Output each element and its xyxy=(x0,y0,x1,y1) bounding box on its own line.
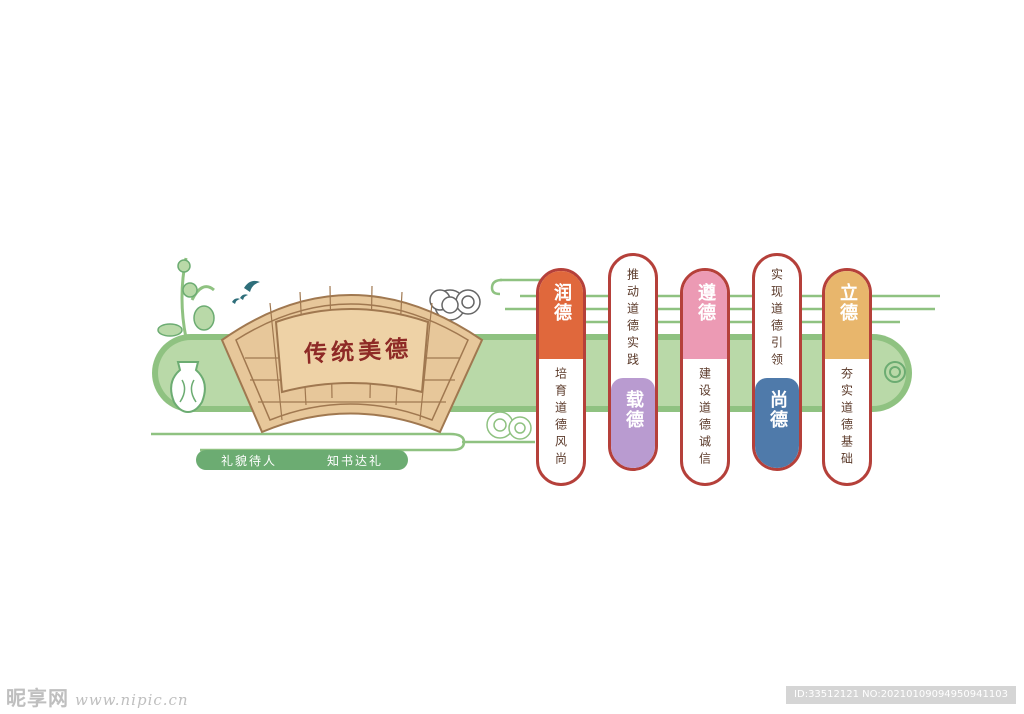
virtue-pill-title: 尚德 xyxy=(767,390,788,430)
virtue-pill-text: 培育道德风尚 xyxy=(539,367,583,469)
virtue-pill-2: 载德推动道德实践 xyxy=(608,253,658,471)
virtue-pill-title: 遵德 xyxy=(695,283,716,323)
virtue-pill-title: 载德 xyxy=(623,390,644,430)
slogan-bar: 礼貌待人 知书达礼 xyxy=(196,450,408,470)
virtue-pill-title: 润德 xyxy=(551,283,572,323)
watermark-url: www.nipic.cn xyxy=(75,691,189,709)
virtue-pill-cap: 润德 xyxy=(539,271,583,359)
watermark-site: 昵享网 www.nipic.cn xyxy=(6,682,189,711)
virtue-pill-text: 建设道德诚信 xyxy=(683,367,727,469)
virtue-pill-title: 立德 xyxy=(837,283,858,323)
virtue-pill-3: 遵德建设道德诚信 xyxy=(680,268,730,486)
slogan-left: 礼貌待人 xyxy=(220,453,277,468)
virtue-pill-4: 尚德实现道德引领 xyxy=(752,253,802,471)
virtue-pill-text: 推动道德实践 xyxy=(611,268,655,370)
lotus-vase-icon xyxy=(157,257,215,414)
virtue-pill-cap: 遵德 xyxy=(683,271,727,359)
virtue-pill-text: 实现道德引领 xyxy=(755,268,799,370)
watermark-id: ID:33512121 NO:20210109094950941103 xyxy=(786,686,1016,704)
cloud-grey-icon xyxy=(429,289,481,321)
virtue-pill-cap: 载德 xyxy=(611,378,655,468)
virtue-pill-phrase: 实现道德引领 xyxy=(769,268,784,370)
virtue-pill-phrase: 推动道德实践 xyxy=(625,268,640,370)
virtue-pill-phrase: 建设道德诚信 xyxy=(697,367,712,469)
cloud-right-icon xyxy=(884,361,906,383)
virtue-pill-text: 夯实道德基础 xyxy=(825,367,869,469)
virtue-pill-phrase: 夯实道德基础 xyxy=(839,367,854,469)
bird-icons xyxy=(232,280,260,304)
virtue-pill-phrase: 培育道德风尚 xyxy=(553,367,568,469)
virtue-pill-5: 立德夯实道德基础 xyxy=(822,268,872,486)
virtue-pill-1: 润德培育道德风尚 xyxy=(536,268,586,486)
cloud-green-icon xyxy=(486,411,532,440)
watermark-site-name: 昵享网 xyxy=(6,686,69,710)
virtue-pill-cap: 立德 xyxy=(825,271,869,359)
slogan-right: 知书达礼 xyxy=(326,453,383,468)
virtue-pill-cap: 尚德 xyxy=(755,378,799,468)
fan-frame xyxy=(220,285,484,434)
